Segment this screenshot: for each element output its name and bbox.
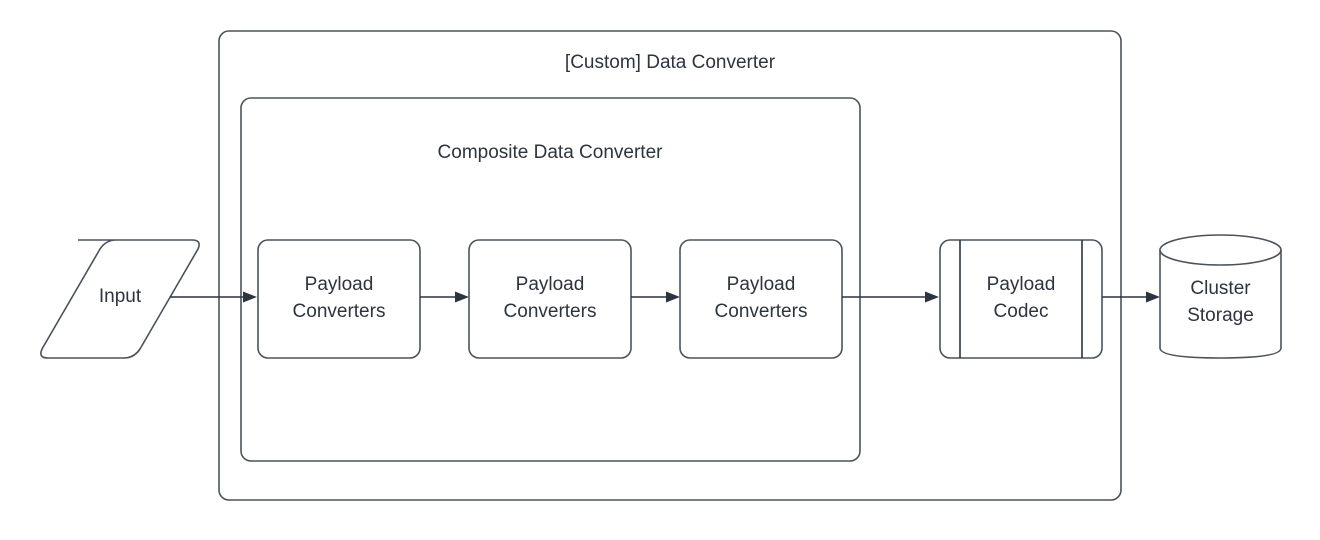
arrowhead-payload-converters-1-to-2 (455, 291, 469, 303)
node-payload-codec-label-line1: Payload (987, 274, 1056, 295)
node-input[interactable] (40, 239, 200, 359)
node-payload-converters-3-label-line1: Payload (727, 274, 796, 295)
node-payload-converters-2-label-line2: Converters (504, 301, 597, 322)
node-payload-codec-label-line2: Codec (994, 301, 1049, 322)
node-payload-converters-1-label-line1: Payload (305, 274, 374, 295)
node-cluster-storage-label-line2: Storage (1187, 305, 1254, 326)
node-payload-codec[interactable] (939, 239, 1103, 359)
node-payload-converters-3-label-line2: Converters (715, 301, 808, 322)
node-payload-converters-1[interactable] (257, 239, 421, 359)
node-cluster-storage-body[interactable] (1159, 249, 1282, 359)
arrowhead-payload-codec-to-cluster-storage (1146, 291, 1160, 303)
node-payload-converters-1-label-line2: Converters (293, 301, 386, 322)
node-input-label: Input (99, 286, 142, 307)
node-payload-converters-3[interactable] (679, 239, 843, 359)
arrowhead-payload-converters-2-to-3 (666, 291, 680, 303)
node-payload-converters-2-label-line1: Payload (516, 274, 585, 295)
arrowhead-payload-converters-3-to-payload-codec (925, 291, 939, 303)
container-composite-data-converter-label: Composite Data Converter (438, 142, 664, 163)
container-custom-data-converter-label: [Custom] Data Converter (565, 52, 776, 73)
node-cluster-storage-label-line1: Cluster (1190, 278, 1251, 299)
node-cluster-storage-top (1159, 234, 1282, 266)
node-payload-converters-2[interactable] (468, 239, 632, 359)
arrowhead-input-to-payload-converters-1 (243, 291, 257, 303)
